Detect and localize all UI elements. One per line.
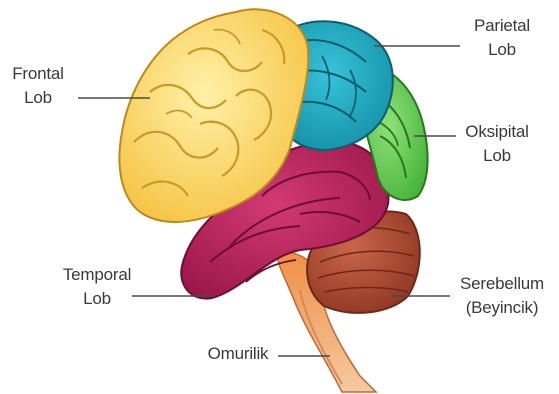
label-parietal-line1: Parietal	[462, 14, 542, 38]
label-frontal-lobe: Frontal Lob	[8, 62, 68, 110]
label-parietal-lobe: Parietal Lob	[462, 14, 542, 62]
label-parietal-line2: Lob	[462, 38, 542, 62]
label-frontal-line1: Frontal	[8, 62, 68, 86]
label-spinal-cord: Omurilik	[200, 342, 276, 366]
label-oksipital-line1: Oksipital	[456, 120, 538, 144]
label-temporal-lobe: Temporal Lob	[52, 263, 142, 311]
label-omurilik-line1: Omurilik	[200, 342, 276, 366]
label-temporal-line1: Temporal	[52, 263, 142, 287]
label-serebellum-line2: (Beyincik)	[450, 296, 554, 320]
label-occipital-lobe: Oksipital Lob	[456, 120, 538, 168]
label-oksipital-line2: Lob	[456, 144, 538, 168]
label-frontal-line2: Lob	[8, 86, 68, 110]
label-temporal-line2: Lob	[52, 287, 142, 311]
label-cerebellum: Serebellum (Beyincik)	[450, 272, 554, 320]
label-serebellum-line1: Serebellum	[450, 272, 554, 296]
